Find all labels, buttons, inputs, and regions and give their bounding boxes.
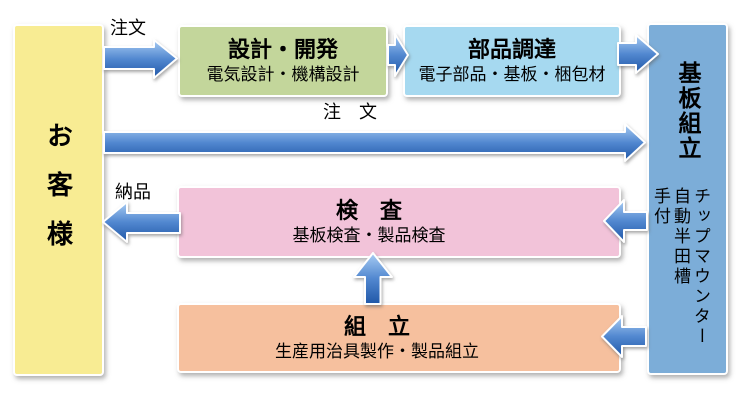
process-auto-solder-bath: 自動半田槽	[671, 187, 690, 287]
process-chip-mounter: チップマウンター	[691, 187, 710, 347]
process-hand-soldering: 手付	[651, 187, 670, 227]
board-assembly-title-wrap: 基板組立	[649, 61, 726, 161]
board-to-assembly-arrow-icon	[601, 315, 647, 358]
board-assembly-process-list: チップマウンター 自動半田槽 手付	[650, 187, 710, 377]
assembly-box: 組 立 生産用治具製作・製品組立	[177, 303, 621, 373]
assembly-title: 組 立	[343, 314, 410, 339]
order-label-top: 注文	[110, 18, 146, 38]
design-development-box: 設計・開発 電気設計・機構設計	[178, 25, 388, 97]
inspection-to-customer-delivery-arrow-icon	[102, 201, 181, 243]
assembly-subtitle: 生産用治具製作・製品組立	[275, 342, 479, 362]
inspection-title: 検 査	[335, 198, 402, 223]
assembly-to-inspection-arrow-icon	[353, 252, 393, 305]
design-title: 設計・開発	[227, 37, 338, 62]
design-to-parts-arrow-icon	[387, 33, 409, 77]
delivery-label: 納品	[115, 182, 151, 202]
board-to-inspection-arrow-icon	[603, 199, 648, 243]
board-assembly-title: 基板組立	[675, 61, 701, 161]
customer-to-board-order-arrow-icon	[103, 123, 646, 162]
parts-procurement-box: 部品調達 電子部品・基板・梱包材	[403, 25, 621, 97]
parts-subtitle: 電子部品・基板・梱包材	[418, 65, 606, 85]
inspection-subtitle: 基板検査・製品検査	[292, 226, 446, 246]
parts-title: 部品調達	[467, 37, 556, 62]
board-assembly-box: 基板組立 チップマウンター 自動半田槽 手付	[647, 23, 728, 375]
customer-box: お客様	[13, 24, 104, 376]
customer-to-design-arrow-icon	[103, 39, 178, 79]
parts-to-board-arrow-icon	[617, 34, 659, 74]
design-subtitle: 電気設計・機構設計	[206, 65, 360, 85]
inspection-box: 検 査 基板検査・製品検査	[177, 186, 621, 258]
customer-label: お客様	[43, 122, 74, 269]
order-label-main: 注 文	[323, 102, 377, 122]
